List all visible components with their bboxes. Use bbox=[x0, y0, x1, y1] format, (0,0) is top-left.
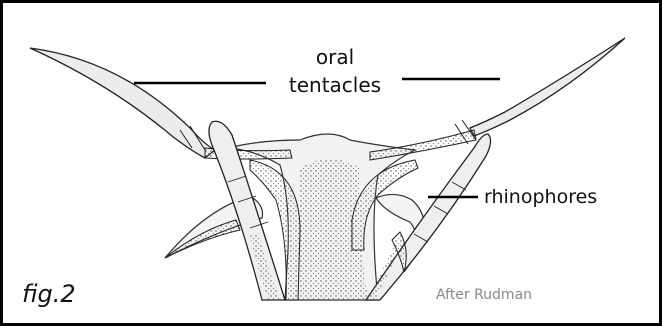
right-tentacle-base bbox=[370, 130, 476, 160]
rhinophores-label: rhinophores bbox=[484, 186, 597, 208]
figure-number: fig.2 bbox=[22, 280, 76, 308]
oral-tentacles-label-line1: oral bbox=[290, 46, 380, 68]
oral-tentacles-label-line2: tentacles bbox=[272, 74, 398, 96]
credit-text: After Rudman bbox=[436, 287, 532, 303]
right-oral-tentacle bbox=[470, 38, 625, 136]
